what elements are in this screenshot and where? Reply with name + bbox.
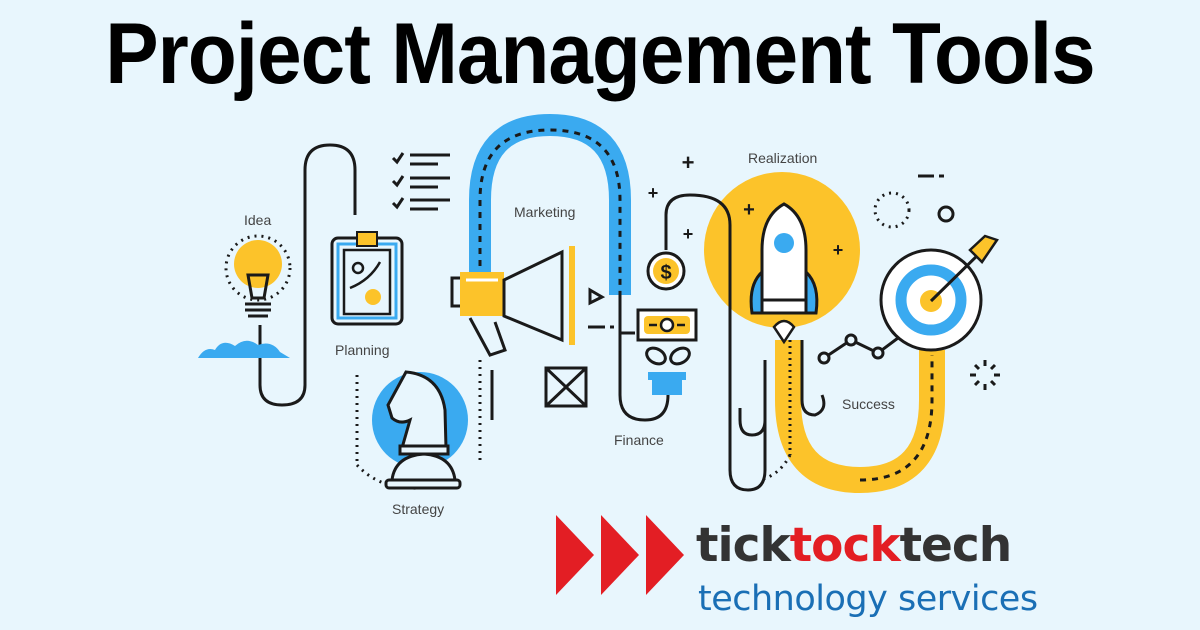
svg-text:$: $: [660, 262, 671, 284]
burst-icon: [970, 360, 1000, 390]
brand-name-tech: tech: [899, 518, 1013, 573]
money-plant-icon: $: [636, 251, 698, 395]
sparkle-plus-icons: + + + + +: [648, 150, 844, 260]
brand-arrows-icon: [556, 515, 684, 595]
growth-chart-icon: [817, 333, 899, 365]
brand-name: ticktocktech: [696, 518, 1013, 574]
stage-label-success: Success: [842, 396, 895, 412]
dotted-circle-icon: [873, 191, 911, 229]
stage-label-marketing: Marketing: [514, 204, 576, 220]
brand-name-tock: tock: [789, 518, 901, 573]
svg-text:+: +: [648, 183, 659, 203]
svg-text:+: +: [743, 199, 755, 221]
cloud-icon: [198, 340, 290, 358]
target-icon: [879, 234, 999, 352]
stage-label-planning: Planning: [335, 342, 390, 358]
stage-label-strategy: Strategy: [392, 501, 445, 517]
megaphone-icon: [450, 246, 614, 357]
svg-text:+: +: [833, 240, 844, 260]
clipboard-icon: [330, 231, 404, 326]
lightbulb-icon: [224, 234, 292, 318]
stage-label-realization: Realization: [748, 150, 818, 166]
page-title: Project Management Tools: [105, 6, 1095, 102]
small-circle-icon: [937, 205, 955, 223]
brand-name-tick: tick: [696, 518, 791, 573]
chess-knight-icon: [372, 370, 468, 490]
box-icon: [544, 366, 588, 408]
svg-text:+: +: [683, 224, 694, 244]
svg-text:+: +: [682, 150, 695, 175]
stage-label-idea: Idea: [244, 212, 272, 228]
brand-tagline: technology services: [698, 579, 1038, 619]
rocket-icon: [749, 202, 819, 345]
checklist-icon: [391, 152, 450, 211]
stage-label-finance: Finance: [614, 432, 664, 448]
